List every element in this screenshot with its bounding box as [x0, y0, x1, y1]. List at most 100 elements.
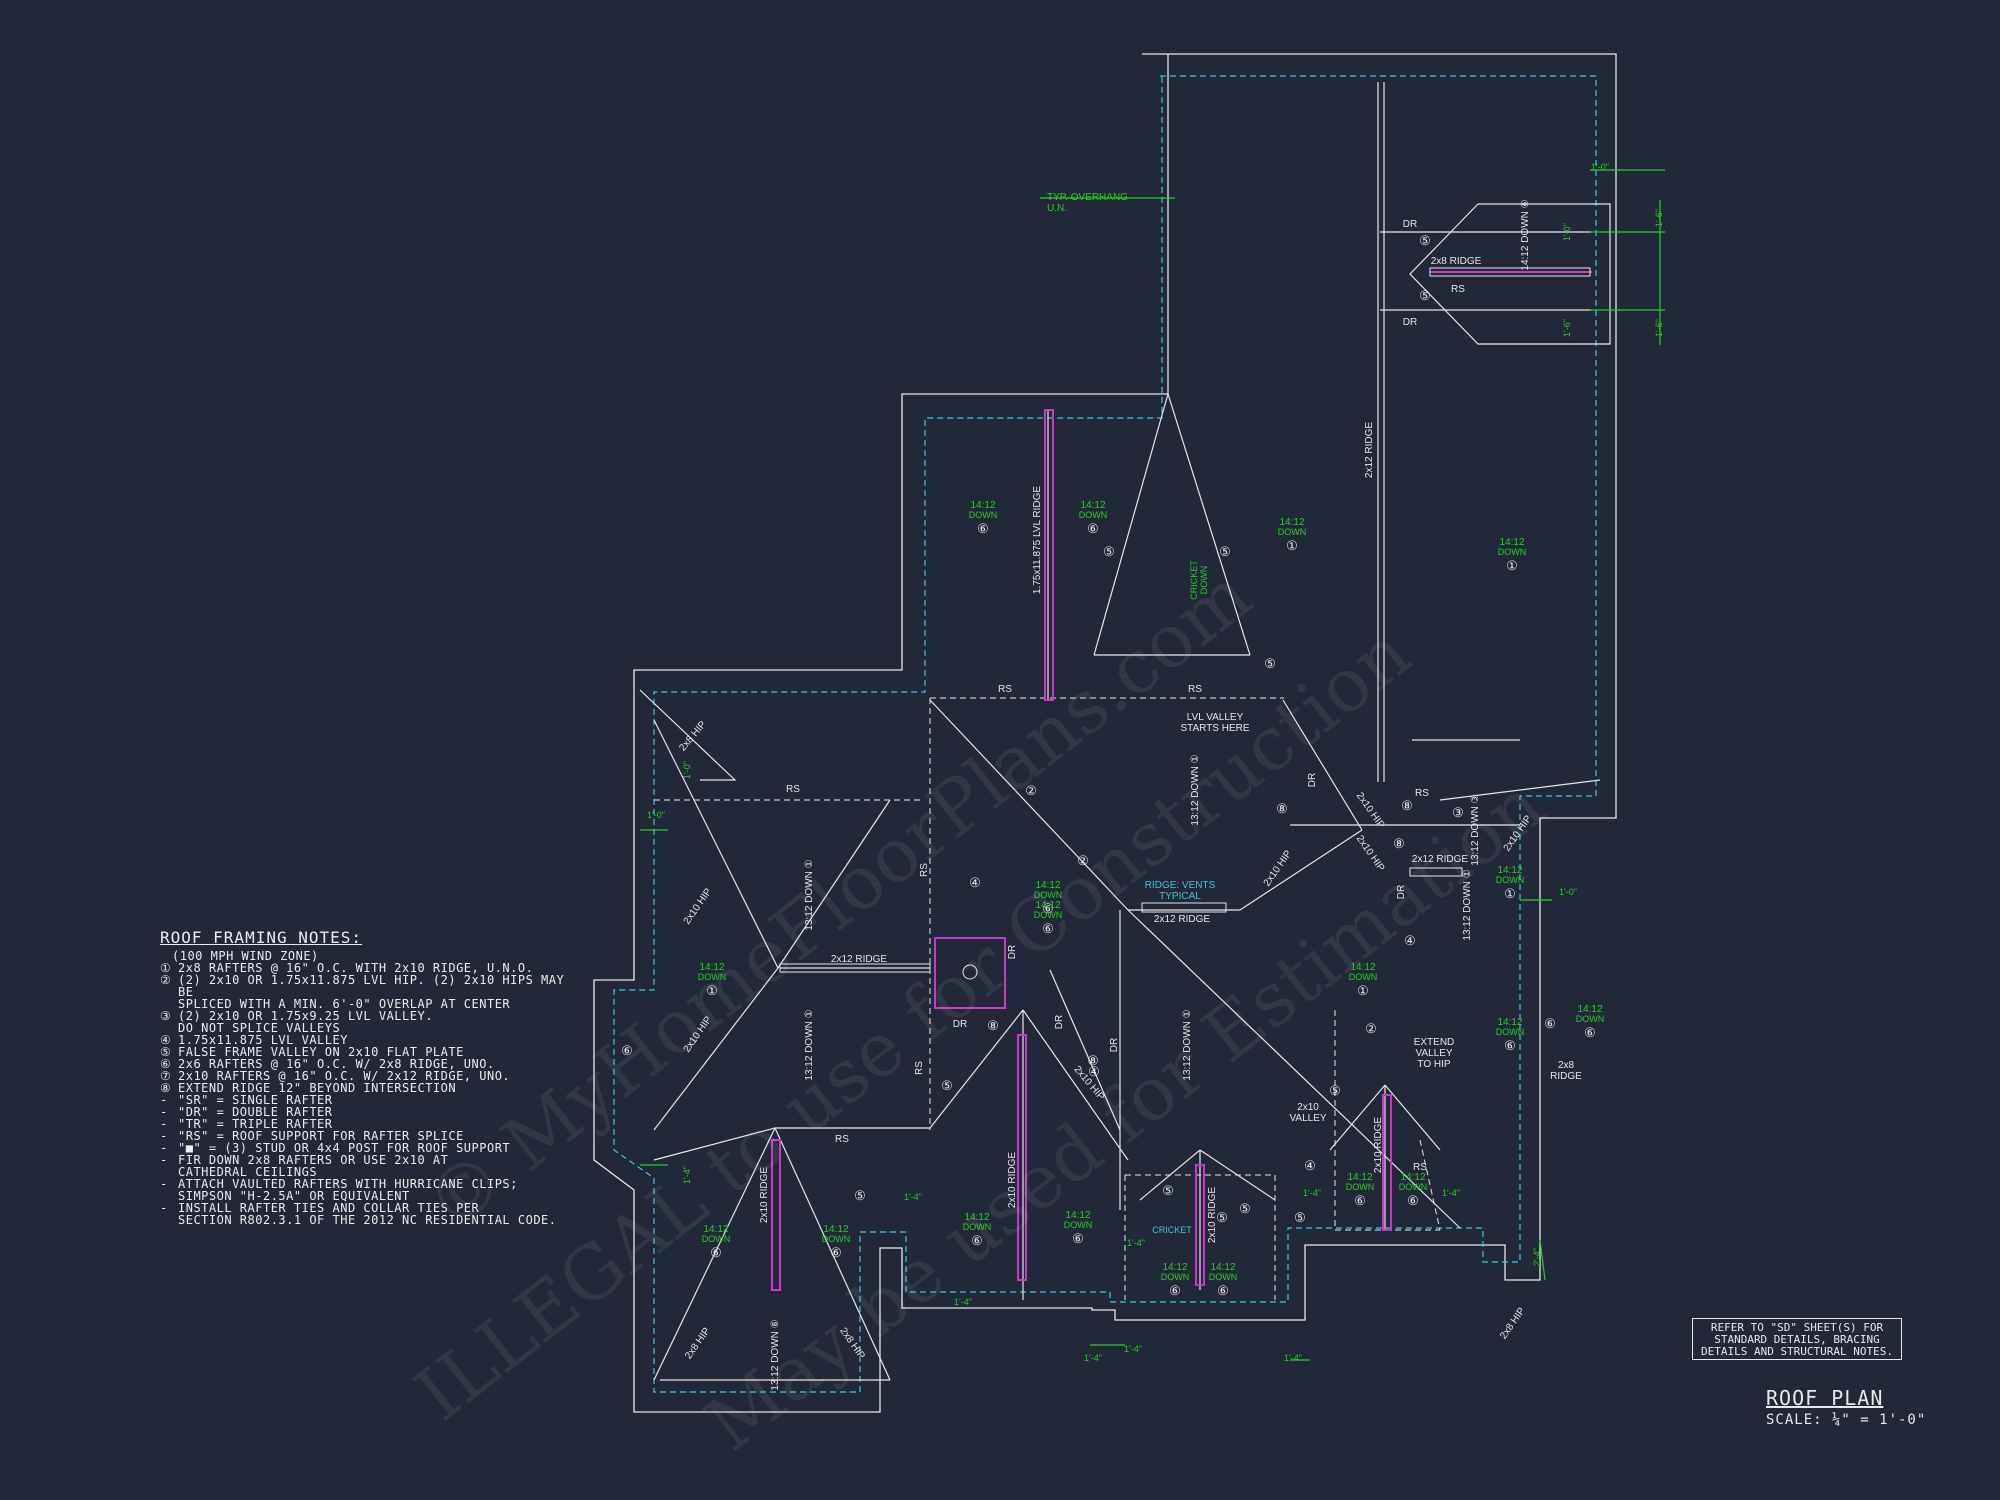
note-mark: ②	[160, 973, 172, 987]
callout-mark: ②	[1025, 783, 1037, 798]
callout-mark: ⑧	[1393, 836, 1405, 851]
note-text: EXTEND RIDGE 12" BEYOND INTERSECTION	[178, 1081, 457, 1095]
member-label: DR	[1054, 1015, 1065, 1029]
pitch-direction: DOWN	[698, 972, 727, 982]
dimension-label: 1'-4"	[1284, 1353, 1302, 1363]
pitch-mark: ①	[1504, 886, 1516, 901]
reference-note: REFER TO "SD" SHEET(S) FOR STANDARD DETA…	[1692, 1318, 1902, 1360]
note-text: 2x6 RAFTERS @ 16" O.C. W/ 2x8 RIDGE, UNO…	[178, 1057, 495, 1071]
note-text: "TR" = TRIPLE RAFTER	[178, 1117, 333, 1131]
pitch-direction: DOWN	[1346, 1182, 1375, 1192]
pitch-direction: DOWN	[1399, 1182, 1428, 1192]
callout-mark: ⑤	[1219, 544, 1231, 559]
vertical-pitch-label: 13:12 DOWN ③	[1470, 794, 1481, 865]
pitch-direction: DOWN	[1064, 1220, 1093, 1230]
callout-mark: ⑤	[1103, 544, 1115, 559]
member-label: DR	[1109, 1038, 1120, 1052]
note-text: "DR" = DOUBLE RAFTER	[178, 1105, 333, 1119]
pitch-direction: DOWN	[702, 1234, 731, 1244]
member-label: 2x8 RIDGE	[1431, 256, 1482, 267]
dimension-label: 2'-4"	[1532, 1248, 1542, 1266]
note-item: -INSTALL RAFTER TIES AND COLLAR TIES PER…	[160, 1202, 580, 1226]
dimension-label: 1'-0"	[1562, 223, 1572, 241]
callout-mark: ⑤	[1264, 656, 1276, 671]
vertical-pitch-label: 13:12 DOWN ①	[1182, 1009, 1193, 1080]
member-label: 2x10 HIP	[1354, 834, 1387, 874]
dimension-label: 1'-4"	[1127, 1238, 1145, 1248]
pitch-mark: ⑥	[710, 1245, 722, 1260]
member-label: DR	[953, 1019, 967, 1030]
note-text: 2x8 RAFTERS @ 16" O.C. WITH 2x10 RIDGE, …	[178, 961, 534, 975]
pitch-direction: DOWN	[1576, 1014, 1605, 1024]
pitch-direction: DOWN	[1034, 910, 1063, 920]
member-label: 2x10 HIP	[1262, 848, 1295, 888]
member-label: 2x12 RIDGE	[1364, 422, 1375, 478]
pitch-label: 14:12	[1279, 517, 1304, 528]
member-label: 2x8 HIP	[837, 1326, 867, 1362]
cricket-down-label: CRICKETDOWN	[1189, 560, 1209, 600]
pitch-direction: DOWN	[1496, 1027, 1525, 1037]
note-text: 2x10 RAFTERS @ 16" O.C. W/ 2x12 RIDGE, U…	[178, 1069, 511, 1083]
note-mark: -	[160, 1177, 168, 1191]
callout-mark: ⑧	[1401, 798, 1413, 813]
ridge-boards	[779, 267, 1591, 973]
vertical-pitch-label: 13:12 DOWN ①	[1462, 869, 1473, 940]
callout-mark: ⑧	[1276, 801, 1288, 816]
callout-mark: ⑧	[987, 1018, 999, 1033]
dimension-label: 1'-0"	[1559, 887, 1577, 897]
pitch-mark: ⑥	[1504, 1038, 1516, 1053]
pitch-mark: ⑥	[971, 1233, 983, 1248]
pitch-direction: DOWN	[1496, 875, 1525, 885]
plan-scale: SCALE: ¼" = 1'-0"	[1766, 1412, 1927, 1428]
member-label: RS	[835, 1134, 849, 1145]
note-item: -ATTACH VAULTED RAFTERS WITH HURRICANE C…	[160, 1178, 580, 1202]
member-label: 2x10 RIDGE	[1207, 1187, 1218, 1243]
note-item: -"TR" = TRIPLE RAFTER	[160, 1118, 580, 1130]
outline-main	[593, 53, 1617, 1413]
note-mark: -	[160, 1117, 168, 1131]
member-label: 2x8 HIP	[1498, 1306, 1528, 1342]
dimension-label: 1'-0"	[647, 810, 665, 820]
vertical-pitch-tags: 13:12 DOWN ① 13:12 DOWN ① 13:12 DOWN ① 13:1…	[770, 199, 1531, 1390]
un-label: U.N.	[1047, 203, 1067, 214]
dimension-label: 1'-4"	[1124, 1344, 1142, 1354]
note-mark: -	[160, 1201, 168, 1215]
member-label: DR	[1307, 773, 1318, 787]
note-mark: -	[160, 1105, 168, 1119]
notes-title: ROOF FRAMING NOTES:	[160, 928, 363, 947]
pitch-label: 14:12	[964, 1212, 989, 1223]
pitch-direction: DOWN	[969, 510, 998, 520]
note-mark: ⑤	[160, 1045, 172, 1059]
pitch-label: 14:12	[1347, 1172, 1372, 1183]
pitch-direction: DOWN	[822, 1234, 851, 1244]
pitch-mark: ①	[1357, 983, 1369, 998]
pitch-mark: ⑥	[977, 521, 989, 536]
notes-subtitle: (100 MPH WIND ZONE)	[172, 949, 319, 963]
dimension-label: 1'-4"	[1303, 1188, 1321, 1198]
pitch-label: 14:12	[1035, 880, 1060, 891]
pitch-direction: DOWN	[963, 1222, 992, 1232]
callout-mark: ⑤	[1329, 1083, 1341, 1098]
roof-framing-notes: ROOF FRAMING NOTES: (100 MPH WIND ZONE) …	[160, 928, 580, 1227]
note-item: -"■" = (3) STUD OR 4x4 POST FOR ROOF SUP…	[160, 1142, 580, 1154]
pitch-label: 14:12	[699, 962, 724, 973]
pitch-label: 14:12	[1400, 1172, 1425, 1183]
member-label: RS	[786, 784, 800, 795]
note-mark: -	[160, 1153, 168, 1167]
note-text: "SR" = SINGLE RAFTER	[178, 1093, 333, 1107]
note-mark: ⑧	[160, 1081, 172, 1095]
member-label: RS	[1451, 284, 1465, 295]
pitch-mark: ⑥	[1042, 901, 1054, 916]
note-text: (2) 2x10 OR 1.75x9.25 LVL VALLEY. DO NOT…	[178, 1009, 433, 1035]
reference-text: REFER TO "SD" SHEET(S) FOR STANDARD DETA…	[1700, 1321, 1894, 1358]
member-label: DR	[1396, 885, 1407, 899]
callout-mark: ⑤	[1162, 1183, 1174, 1198]
pitch-direction: DOWN	[1161, 1272, 1190, 1282]
member-label: 2x10 HIP	[682, 886, 715, 926]
member-label: RS	[919, 863, 930, 877]
vertical-pitch-label: 13:12 DOWN ①	[1190, 754, 1201, 825]
note-text: 1.75x11.875 LVL VALLEY	[178, 1033, 348, 1047]
